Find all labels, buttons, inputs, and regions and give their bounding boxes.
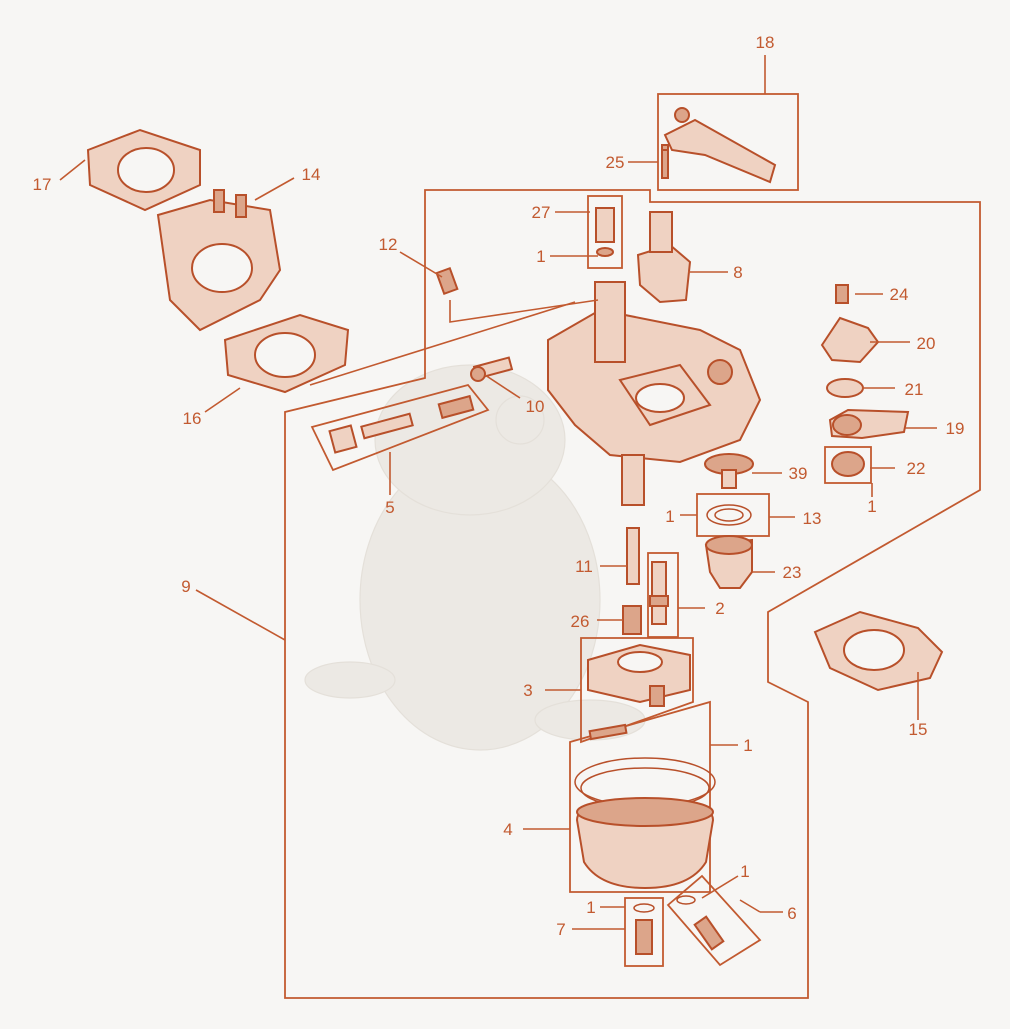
main-frame-outline [284,189,981,999]
callout-14: 14 [302,165,321,184]
part-8-diaphragm [636,211,692,304]
callout-20: 20 [917,334,936,353]
frame-13 [696,493,770,537]
callout-24: 24 [890,285,909,304]
part-6-drain-screw [676,895,725,951]
leader-lines [59,55,937,930]
callout-23: 23 [783,563,802,582]
part-27-screw [595,207,615,257]
part-19-lever [828,408,910,440]
callout-27: 27 [532,203,551,222]
frame-22 [824,446,872,484]
callout-13: 13 [803,509,822,528]
part-14-insulator [156,189,282,332]
callout-18: 18 [756,33,775,52]
part-4-bowl [574,757,716,890]
part-17-gasket [86,128,201,212]
part-15-gasket [813,610,944,692]
callout-2: 2 [715,599,724,618]
callout-1-lower-left: 1 [586,898,595,917]
part-16-gasket [223,313,350,394]
frame-4 [569,700,711,893]
callout-1-right: 1 [867,497,876,516]
callout-7: 7 [556,920,565,939]
callout-19: 19 [946,419,965,438]
callout-8: 8 [733,263,742,282]
callout-9: 9 [181,577,190,596]
callout-17: 17 [33,175,52,194]
part-12-bolt [435,266,459,296]
part-24-screw [835,284,849,304]
part-5-idle-screw [328,394,475,454]
callout-25: 25 [606,153,625,172]
callout-1-bowl: 1 [743,736,752,755]
callout-3: 3 [523,681,532,700]
part-39-valve [704,453,754,489]
callout-4: 4 [503,820,512,839]
callout-22: 22 [907,459,926,478]
part-3-float [587,643,691,741]
part-23-cup [704,535,753,589]
frame-7 [624,897,664,967]
part-20-cover [820,316,880,364]
callout-10: 10 [526,397,545,416]
callout-labels: 18 25 27 1 12 8 17 14 16 10 5 24 20 21 1… [33,33,965,939]
part-26-screw [622,605,642,635]
callout-5: 5 [385,498,394,517]
frame-3 [580,637,694,744]
part-7-drain-bolt [633,903,655,955]
part-21-washer [826,378,864,398]
callout-39: 39 [789,464,808,483]
frame-27 [587,195,623,269]
callout-21: 21 [905,380,924,399]
part-18-lever [661,107,777,184]
part-11-tube [626,527,640,585]
part-13-oring [706,504,752,526]
callout-16: 16 [183,409,202,428]
frame-5 [310,383,490,472]
frame-2 [647,552,679,638]
callout-6: 6 [787,904,796,923]
part-10-screw [470,356,514,382]
frame-18 [657,93,799,191]
part-2-jet [649,561,669,625]
callout-1-mid: 1 [665,507,674,526]
callout-26: 26 [571,612,590,631]
part-25-pin [661,149,669,179]
part-22-spring [831,451,865,477]
callout-1-upper: 1 [536,247,545,266]
frame-6 [666,874,762,967]
callout-15: 15 [909,720,928,739]
carburetor-body [547,281,762,506]
callout-12: 12 [379,235,398,254]
callout-11: 11 [575,557,593,576]
callout-1-lower-right: 1 [740,862,749,881]
